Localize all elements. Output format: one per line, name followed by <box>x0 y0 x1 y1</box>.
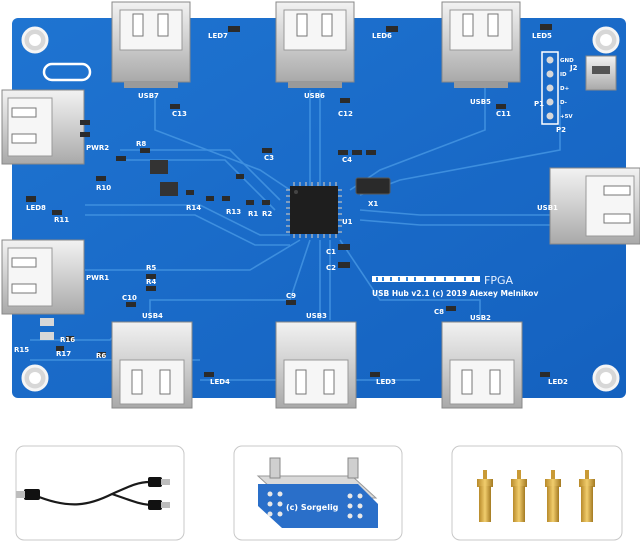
label-led3: LED3 <box>376 378 396 386</box>
label-r1: R1 <box>248 210 258 218</box>
label-r8: R8 <box>136 140 146 148</box>
pin-label-id: ID <box>560 72 567 78</box>
pwr2-port <box>1 89 85 165</box>
board-brand-area: FPGA USB Hub v2.1 (c) 2019 Alexey Melnik… <box>372 274 538 298</box>
label-c11: C11 <box>496 110 511 118</box>
silkscreen-labels: USB7 USB6 USB5 USB4 USB3 USB2 USB1 PWR1 … <box>14 32 578 386</box>
accessory-standoffs-panel <box>451 445 623 541</box>
main-chip-u1 <box>286 182 342 238</box>
label-x1: X1 <box>368 200 378 208</box>
label-led6: LED6 <box>372 32 392 40</box>
label-led8: LED8 <box>26 204 46 212</box>
label-r16: R16 <box>60 336 75 344</box>
label-led4: LED4 <box>210 378 230 386</box>
label-c9: C9 <box>286 292 296 300</box>
label-j2: J2 <box>569 64 578 72</box>
label-r5: R5 <box>146 264 156 272</box>
label-r17: R17 <box>56 350 71 358</box>
label-r13: R13 <box>226 208 241 216</box>
label-led5: LED5 <box>532 32 552 40</box>
standoff-2 <box>511 470 527 522</box>
label-pwr2: PWR2 <box>86 144 109 152</box>
standoff-3 <box>545 470 561 522</box>
board-title: USB Hub v2.1 (c) 2019 Alexey Melnikov <box>372 289 538 298</box>
pin-label-dminus: D- <box>560 100 567 106</box>
label-usb7: USB7 <box>138 92 159 100</box>
smd-components <box>26 24 552 377</box>
label-r15: R15 <box>14 346 29 354</box>
adapter-board: (c) Sorgelig <box>256 457 378 528</box>
label-usb3: USB3 <box>306 312 327 320</box>
pwr1-port <box>1 239 85 315</box>
usb2-port <box>441 321 523 409</box>
label-c1: C1 <box>326 248 336 256</box>
label-c3: C3 <box>264 154 274 162</box>
label-u1: U1 <box>342 218 353 226</box>
pin-label-5v: +5V <box>560 114 573 120</box>
usb4-port <box>111 321 193 409</box>
header-pin-labels: GND ID D+ D- +5V <box>560 58 574 120</box>
usb1-port <box>549 167 640 245</box>
pin-header-p1 <box>541 51 559 125</box>
label-c10: C10 <box>122 294 137 302</box>
label-c4: C4 <box>342 156 352 164</box>
label-c8: C8 <box>434 308 444 316</box>
crystal-x1 <box>355 177 391 195</box>
brass-standoffs <box>477 470 595 522</box>
label-pwr1: PWR1 <box>86 274 109 282</box>
label-c12: C12 <box>338 110 353 118</box>
label-r6: R6 <box>96 352 106 360</box>
label-usb1: USB1 <box>537 204 558 212</box>
standoff-1 <box>477 470 493 522</box>
standoff-4 <box>579 470 595 522</box>
usb6-port <box>275 1 355 88</box>
usb5-port <box>441 1 521 88</box>
label-led2: LED2 <box>548 378 568 386</box>
label-r14: R14 <box>186 204 201 212</box>
label-r2: R2 <box>262 210 272 218</box>
adapter-label: (c) Sorgelig <box>286 503 339 512</box>
label-p2: P2 <box>556 126 566 134</box>
label-led7: LED7 <box>208 32 228 40</box>
usb3-port <box>275 321 357 409</box>
accessory-adapter-panel: (c) Sorgelig <box>233 445 403 541</box>
pin-label-gnd: GND <box>560 58 574 64</box>
label-usb6: USB6 <box>304 92 325 100</box>
usb7-port <box>111 1 191 88</box>
accessory-cable-panel <box>15 445 185 541</box>
label-r11: R11 <box>54 216 69 224</box>
label-r10: R10 <box>96 184 111 192</box>
pin-label-dplus: D+ <box>560 86 570 92</box>
label-usb4: USB4 <box>142 312 163 320</box>
label-c2: C2 <box>326 264 336 272</box>
label-usb5: USB5 <box>470 98 491 106</box>
label-c13: C13 <box>172 110 187 118</box>
usb-hub-board: USB7 USB6 USB5 USB4 USB3 USB2 USB1 PWR1 … <box>1 1 640 409</box>
brand-fpga: FPGA <box>484 274 513 287</box>
label-usb2: USB2 <box>470 314 491 322</box>
usb-y-cable <box>16 477 170 510</box>
micro-usb-connector <box>585 55 617 91</box>
label-p1: P1 <box>534 100 544 108</box>
label-r4: R4 <box>146 278 156 286</box>
